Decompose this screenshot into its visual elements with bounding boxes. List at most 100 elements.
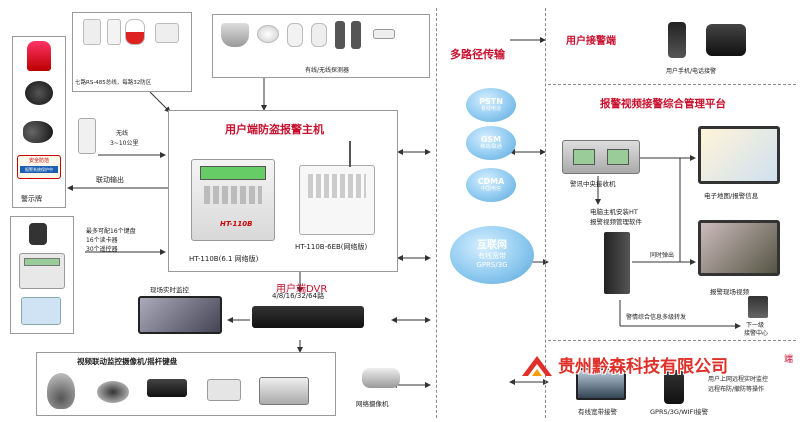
wireless-detector-icon <box>78 118 96 154</box>
remote-label-2: 远程布防/撤防等操作 <box>708 386 765 393</box>
host-device-a: HT-110B <box>191 159 275 241</box>
wireless-range-label: 3~10公里 <box>110 140 139 147</box>
host-model-b: HT-110B-6EB(网络版) <box>295 243 368 251</box>
next-level-computer-icon <box>748 296 768 318</box>
keypad-icon <box>19 253 65 289</box>
smoke-detector-icon <box>125 19 145 45</box>
dome-camera-icon <box>97 381 129 403</box>
company-watermark: 贵州黔森科技有限公司 <box>558 357 728 377</box>
sign-text-2: 报警系统保护中 <box>20 166 58 173</box>
internet-cloud: 互联网 有线宽带 GPRS/3G <box>450 226 534 284</box>
host-title: 用户端防盗报警主机 <box>225 123 324 136</box>
detectors-panel: 有线/无线探测器 <box>212 14 430 78</box>
divider-right <box>545 8 546 418</box>
emergency-button-icon <box>155 23 179 43</box>
gsm-sub-label: 移动/联通 <box>480 144 502 150</box>
sign-text-1: 安全防范 <box>28 158 49 164</box>
phone-label: 用户手机/电话接警 <box>666 68 717 75</box>
dvr-title: 用户端DVR <box>276 284 328 295</box>
receiver-label: 警讯中央接收机 <box>570 180 616 188</box>
remote-control-icon <box>29 223 47 245</box>
keyboard-panel <box>10 216 74 334</box>
live-monitor-label: 现场实时监控 <box>150 286 189 294</box>
divider-right-top <box>548 84 796 85</box>
transmission-title: 多路径传输 <box>450 48 505 61</box>
detectors-label: 有线/无线探测器 <box>305 67 350 74</box>
pstn-cloud: PSTN 有线电话 <box>466 88 516 122</box>
host-model-a: HT-110B(6.1 网络版) <box>189 255 259 263</box>
outdoor-detector-icon <box>221 23 249 47</box>
alarm-output-panel: 安全防范 报警系统保护中 警示牌 <box>12 36 66 208</box>
internet-sub-2: GPRS/3G <box>476 261 508 269</box>
horn-icon <box>23 121 53 143</box>
speaker-icon <box>25 81 53 105</box>
remote-label-1: 用户上网远程实时监控 <box>708 376 769 383</box>
pstn-sub-label: 有线电话 <box>480 106 501 112</box>
desk-phone-icon <box>706 24 746 56</box>
laptop-icon <box>576 368 626 400</box>
computer-tower-icon <box>604 232 630 294</box>
antenna-icon <box>349 141 351 167</box>
next-level-label-2: 接警中心 <box>744 330 769 337</box>
divider-right-bottom <box>548 340 796 341</box>
card-reader-icon <box>21 297 61 325</box>
central-receiver-device <box>562 140 640 174</box>
detector-icon <box>83 19 101 45</box>
divider-left <box>436 8 437 418</box>
smoke-detector-icon <box>257 25 279 43</box>
internet-label: 互联网 <box>477 240 507 251</box>
keyboard-capacity-1: 最多可配16个键盘 <box>86 228 136 235</box>
keyboard-capacity-3: 30个遥控器 <box>86 246 118 253</box>
alarm-host-panel: 用户端防盗报警主机 HT-110B HT-110B(6.1 网络版) HT-11… <box>168 110 398 272</box>
mobile-label: GPRS/3G/WIFI接警 <box>650 408 709 416</box>
platform-title: 报警视频接警综合管理平台 <box>600 98 726 110</box>
detector-icon <box>107 19 121 45</box>
sign-label: 警示牌 <box>21 195 42 203</box>
laptop-label: 有线宽带接警 <box>578 408 617 416</box>
electronic-map-screen <box>698 126 780 184</box>
pir-detector-icon <box>311 23 327 47</box>
beam-detector-icon <box>335 21 345 49</box>
scene-video-screen <box>698 220 780 276</box>
beam-detector-icon <box>351 21 361 49</box>
software-label-2: 报警视频管理软件 <box>590 218 642 226</box>
host-logo: HT-110B <box>220 220 253 228</box>
gsm-label: GSM <box>480 135 502 144</box>
scene-video-label: 报警现场视频 <box>710 288 749 296</box>
gsm-cloud: GSM 移动/联通 <box>466 126 516 160</box>
internet-sub-1: 有线宽带 <box>478 252 506 260</box>
dvr-channels: 4/8/16/32/64路 <box>272 292 325 300</box>
cdma-sub-label: 中国电信 <box>480 186 501 192</box>
company-logo-icon <box>520 352 554 378</box>
keyboard-capacity-2: 16个读卡器 <box>86 237 118 244</box>
smartphone-icon <box>664 370 684 404</box>
linkage-output-label: 联动输出 <box>96 176 124 184</box>
door-contact-icon <box>373 29 395 39</box>
wireless-label: 无线 <box>116 130 129 137</box>
joystick-keyboard-icon <box>259 377 309 405</box>
forward-label: 警情综合信息多级转发 <box>626 314 687 321</box>
pir-detector-icon <box>287 23 303 47</box>
sync-out-label: 同时弹出 <box>650 252 675 259</box>
ptz-camera-icon <box>47 373 75 409</box>
siren-icon <box>27 41 51 71</box>
network-camera-label: 网络摄像机 <box>356 400 389 408</box>
warning-sign: 安全防范 报警系统保护中 <box>17 155 61 179</box>
cameras-title: 视频联动监控摄像机/摇杆键盘 <box>77 357 178 366</box>
dvr-device <box>252 306 364 328</box>
user-alarm-title: 用户接警端 <box>566 36 616 47</box>
next-level-label-1: 下一级 <box>746 322 765 329</box>
monitor-screen <box>138 296 222 334</box>
cameras-panel: 视频联动监控摄像机/摇杆键盘 <box>36 352 336 416</box>
cdma-cloud: CDMA 中国电信 <box>466 168 516 202</box>
mobile-phone-icon <box>668 22 686 58</box>
rs485-detector-panel: 七路RS-485总线，每路32防区 <box>72 12 192 92</box>
rs485-label: 七路RS-485总线，每路32防区 <box>75 80 152 86</box>
pstn-label: PSTN <box>479 97 503 106</box>
cdma-label: CDMA <box>477 177 505 186</box>
box-camera-icon <box>207 379 241 401</box>
host-device-b <box>299 165 375 235</box>
remote-end-suffix: 端 <box>784 355 794 365</box>
software-label-1: 电脑主机安装HT <box>590 208 638 216</box>
network-camera-icon <box>362 368 400 388</box>
